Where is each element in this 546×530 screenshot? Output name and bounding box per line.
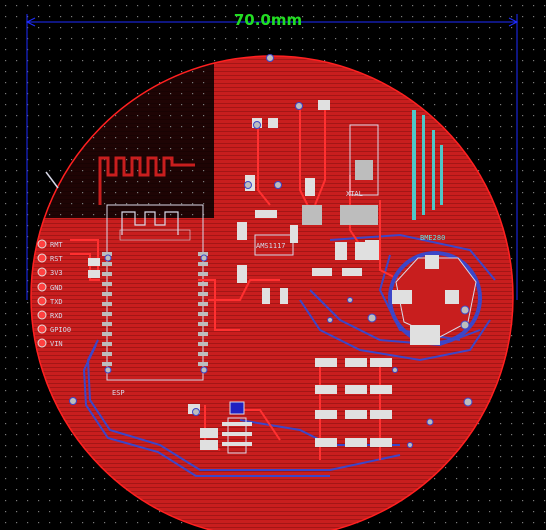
- pin-label: GPIO0: [50, 326, 71, 334]
- esp-pads: [102, 252, 208, 366]
- lower-ic[interactable]: [222, 401, 252, 454]
- dimension-line: [25, 14, 519, 300]
- oscillator[interactable]: [349, 124, 379, 196]
- smd-parts: [88, 100, 392, 450]
- header-pin-labels: RMT RST 3V3 GND TXD RXD GPIO0 VIN: [50, 241, 71, 348]
- header-pins[interactable]: [37, 239, 47, 348]
- sensor-module[interactable]: [388, 251, 482, 345]
- module-label: ESP: [112, 389, 125, 397]
- pin-label: TXD: [50, 298, 63, 306]
- sensor-label: BME280: [420, 234, 445, 242]
- pin-label: 3V3: [50, 269, 63, 277]
- oscillator-label: XTAL: [346, 190, 363, 198]
- antenna-trace: [98, 156, 195, 205]
- regulator-label: AMS1117: [256, 242, 286, 250]
- pin-label: VIN: [50, 340, 63, 348]
- dimension-label: 70.0mm: [233, 11, 303, 29]
- regulator-block[interactable]: [254, 205, 378, 256]
- vias: [69, 54, 473, 448]
- pin-label: RST: [50, 255, 63, 263]
- silk-teal-text: [412, 110, 443, 220]
- pin-label: RXD: [50, 312, 63, 320]
- pin-label: GND: [50, 284, 63, 292]
- pin-label: RMT: [50, 241, 63, 249]
